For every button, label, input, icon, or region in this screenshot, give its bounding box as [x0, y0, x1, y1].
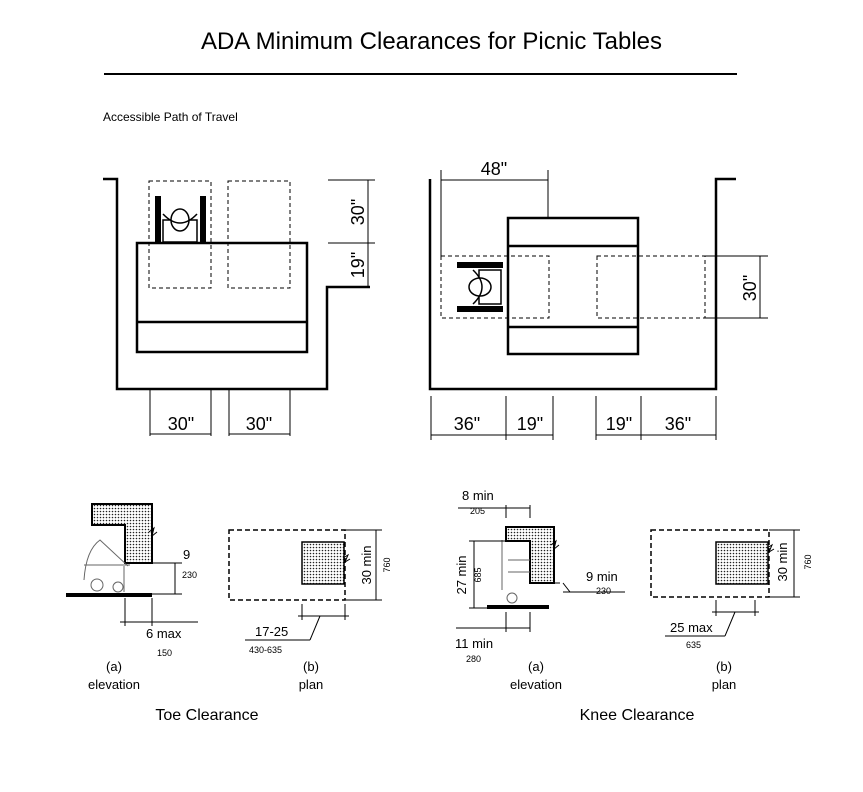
knee-elev-depth-mm: 280	[466, 654, 481, 664]
left-width-label-1: 30"	[168, 414, 194, 434]
right-bottom-label-3: 19"	[606, 414, 632, 434]
knee-elev-top-label: 8 min	[462, 488, 494, 503]
knee-elev-toe-label: 9 min	[586, 569, 618, 584]
toe-plan-depth-label: 17-25	[255, 624, 288, 639]
path-of-travel-label: Accessible Path of Travel	[103, 110, 238, 124]
knee-plan-table	[715, 541, 769, 585]
toe-elev-depth-label: 6 max	[146, 626, 182, 641]
toe-elev-height-label: 9	[183, 547, 190, 562]
left-table-top	[135, 241, 309, 354]
toe-elev-label-a: (a)	[106, 659, 122, 674]
knee-elev-label-b: elevation	[510, 677, 562, 692]
right-bottom-label-2: 19"	[517, 414, 543, 434]
knee-plan-width-label: 30 min	[775, 542, 790, 581]
toe-clearance-caption: Toe Clearance	[155, 707, 258, 724]
knee-elev-label-a: (a)	[528, 659, 544, 674]
toe-elevation-floor	[66, 593, 152, 597]
knee-plan-depth-label: 25 max	[670, 620, 713, 635]
toe-plan	[228, 529, 382, 641]
left-depth-label-1: 30"	[348, 199, 368, 225]
right-table-plan	[428, 170, 768, 440]
left-clear-space-1	[148, 180, 212, 289]
right-top-label: 48"	[481, 159, 507, 179]
wheelchair-icon-rotated	[457, 262, 503, 312]
toe-plan-table	[301, 541, 345, 585]
knee-plan-label-b: plan	[712, 677, 737, 692]
page-title: ADA Minimum Clearances for Picnic Tables	[200, 28, 663, 55]
knee-elev-height-mm: 685	[473, 567, 483, 582]
right-clear-space-2	[596, 255, 706, 319]
toe-plan-label-a: (b)	[303, 659, 319, 674]
right-side-label: 30"	[740, 275, 760, 301]
right-table-top	[506, 216, 640, 356]
toe-elevation	[66, 503, 198, 626]
knee-plan-clear-space	[650, 529, 770, 598]
right-bottom-label-1: 36"	[454, 414, 480, 434]
left-path-outline	[103, 177, 370, 391]
knee-elevation-floor	[487, 605, 549, 609]
knee-elev-depth-label: 11 min	[455, 636, 493, 651]
knee-elev-toe-mm: 230	[596, 586, 611, 596]
knee-plan-width-mm: 760	[803, 554, 813, 569]
right-bottom-label-4: 36"	[665, 414, 691, 434]
knee-plan-depth-mm: 635	[686, 640, 701, 650]
toe-plan-depth-mm: 430-635	[249, 645, 282, 655]
toe-plan-label-b: plan	[299, 677, 324, 692]
toe-elev-height-mm: 230	[182, 570, 197, 580]
knee-elevation-table	[505, 526, 555, 584]
left-depth-label-2: 19"	[348, 252, 368, 278]
right-clear-space-1	[440, 255, 550, 319]
toe-elev-label-b: elevation	[88, 677, 140, 692]
right-path-outline	[428, 177, 736, 391]
knee-elevation	[456, 505, 625, 632]
wheelchair-icon	[155, 196, 206, 243]
left-width-label-2: 30"	[246, 414, 272, 434]
knee-plan	[650, 529, 800, 637]
toe-plan-width-label: 30 min	[359, 545, 374, 584]
toe-plan-width-mm: 760	[382, 557, 392, 572]
knee-elev-top-mm: 205	[470, 506, 485, 516]
left-clear-space-2	[227, 180, 291, 289]
toe-elev-depth-mm: 150	[157, 648, 172, 658]
knee-clearance-caption: Knee Clearance	[580, 707, 695, 724]
knee-elev-height-label: 27 min	[454, 555, 469, 594]
toe-elevation-table	[91, 503, 153, 564]
title-rule	[104, 73, 737, 75]
knee-plan-label-a: (b)	[716, 659, 732, 674]
toe-plan-clear-space	[228, 529, 346, 601]
left-table-plan	[103, 177, 375, 436]
